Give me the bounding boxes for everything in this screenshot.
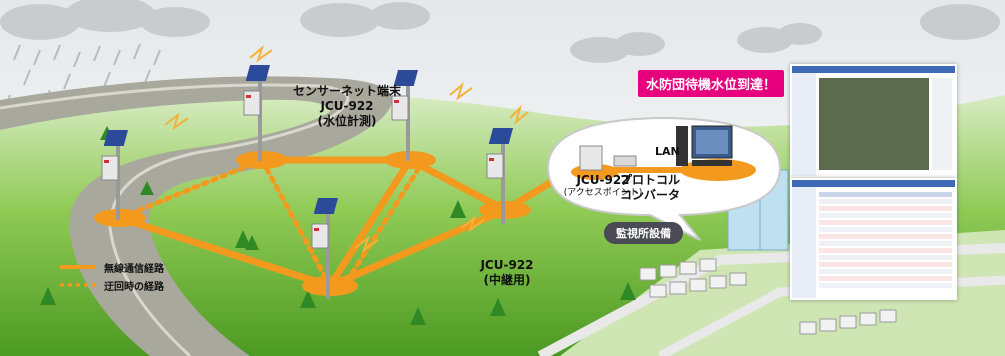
protocol-converter-label: プロトコル コンバータ: [620, 173, 696, 203]
sensor-label-line2: JCU-922: [320, 99, 374, 113]
sensor-label-line1: センサーネット端末: [292, 84, 401, 98]
water-level-alert-banner: 水防団待機水位到達！: [638, 70, 785, 97]
monitor-screen-table: [790, 178, 957, 300]
dotted-line-icon: [60, 283, 96, 287]
sensor-terminal-icon: [101, 65, 513, 299]
legend-item-wireless: 無線通信経路: [60, 258, 210, 276]
sensor-terminal-label: センサーネット端末 JCU-922 (水位計測): [272, 84, 422, 129]
legend-detour-label: 迂回時の経路: [104, 281, 164, 293]
relay-label-line1: JCU-922: [480, 258, 534, 272]
solid-line-icon: [60, 265, 96, 269]
ap-label-line2: (アクセスポイント): [563, 188, 643, 198]
monitoring-facility-badge: 監視所設備: [604, 222, 683, 244]
relay-terminal-label: JCU-922 (中継用): [462, 258, 552, 288]
access-point-label: JCU-922 (アクセスポイント): [548, 173, 658, 199]
lan-label: LAN: [655, 145, 680, 158]
ap-label-line1: JCU-922: [576, 173, 630, 187]
facility-bubble: [546, 116, 782, 241]
monitor-screen-map: [790, 64, 957, 178]
legend-wireless-label: 無線通信経路: [104, 263, 164, 275]
wireless-signal-icon: [164, 44, 529, 253]
legend: 無線通信経路 迂回時の経路: [60, 258, 210, 294]
protocol-label-line1: プロトコル: [620, 173, 681, 187]
legend-item-detour: 迂回時の経路: [60, 276, 210, 294]
sensor-label-line3: (水位計測): [317, 114, 377, 128]
detour-route: [117, 157, 427, 289]
protocol-label-line2: コンバータ: [620, 188, 681, 202]
relay-label-line2: (中継用): [483, 273, 531, 287]
cloud-icon: [0, 0, 1000, 63]
river: [0, 76, 393, 356]
